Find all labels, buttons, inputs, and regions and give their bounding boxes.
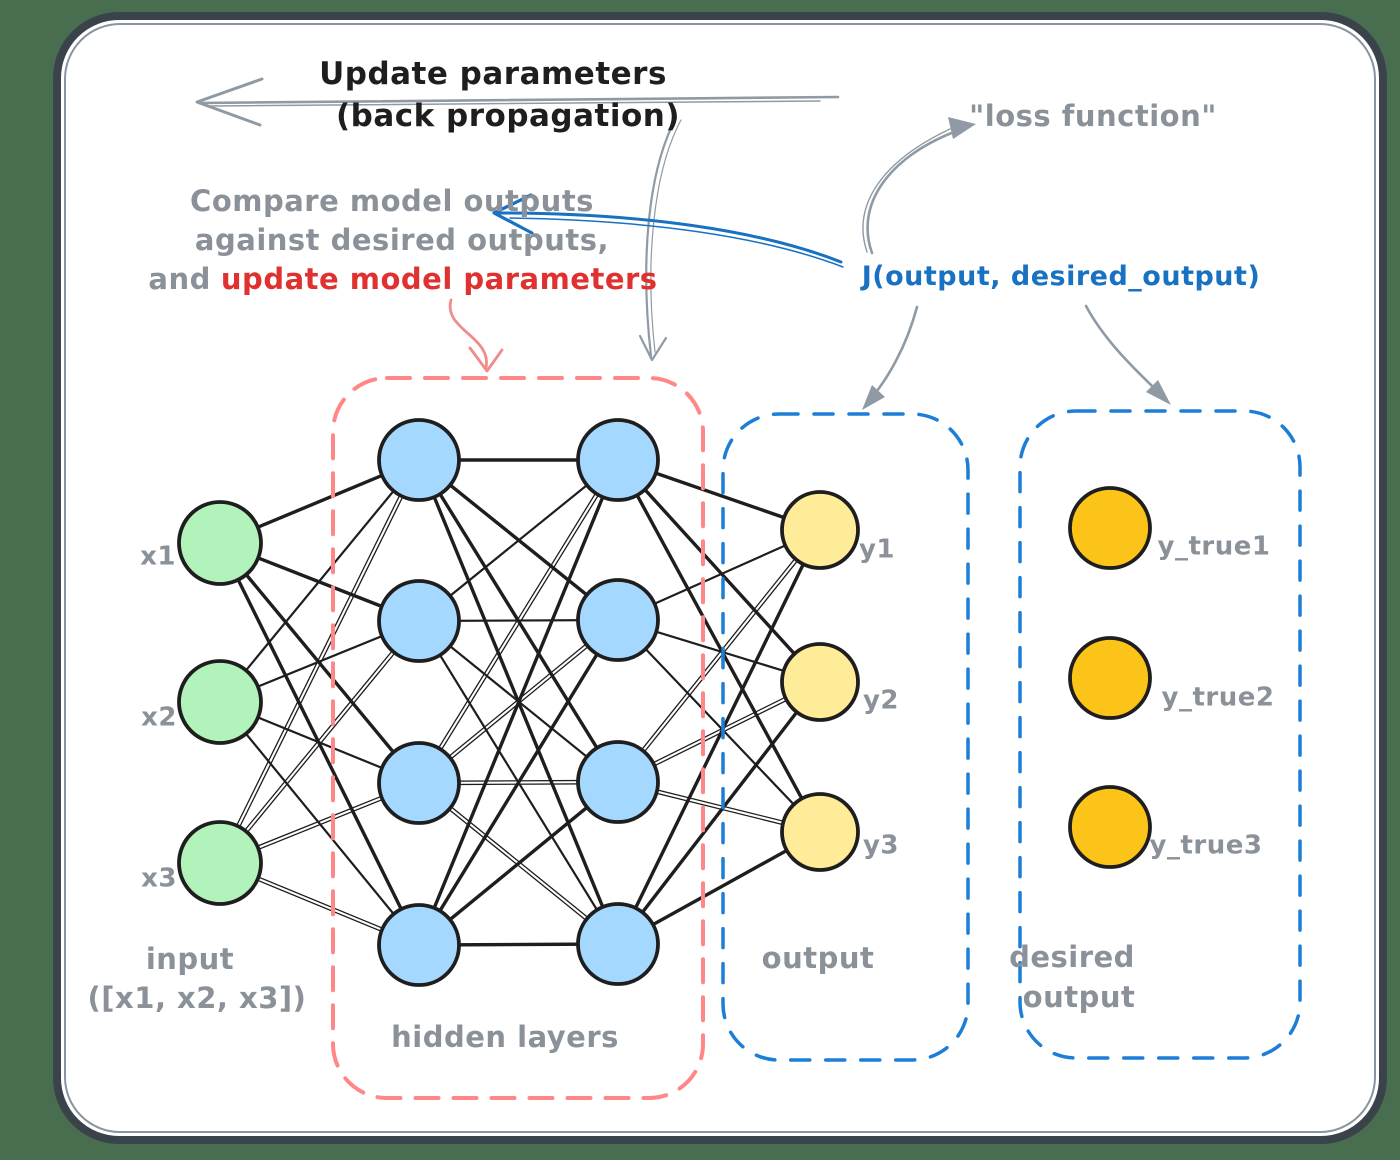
edge-line <box>218 458 421 704</box>
hidden-node <box>377 903 461 987</box>
j-to-output-arrowhead-icon <box>862 385 885 410</box>
desired-output-node <box>1068 486 1152 570</box>
hidden-node <box>377 579 461 663</box>
edge-line <box>616 618 822 834</box>
loss-function-arrow-echo <box>862 128 951 253</box>
output-node <box>780 490 860 570</box>
desired-output-node <box>1068 636 1152 720</box>
hidden-node <box>576 578 660 662</box>
hidden-node <box>377 741 461 825</box>
edge-line <box>417 458 620 947</box>
edge-line <box>616 528 822 946</box>
hidden-node <box>576 418 660 502</box>
connection-edges <box>217 458 822 948</box>
backprop-arrowhead-icon <box>195 77 264 127</box>
loss-function-arrowhead-icon <box>948 117 976 139</box>
j-to-desired-arrowhead-icon <box>1146 380 1171 405</box>
update-to-hidden-arrowhead-icon <box>468 346 504 373</box>
edge-line <box>218 541 421 785</box>
edge-line <box>419 460 621 785</box>
edge-line <box>417 618 620 947</box>
desired-output-node <box>1068 785 1152 869</box>
update-curve-arrowhead-icon <box>638 334 668 362</box>
j-to-compare-arrow <box>495 211 843 264</box>
edge-line <box>417 618 618 783</box>
edge-line <box>616 680 822 946</box>
output-box <box>721 412 970 1062</box>
edge-line <box>616 528 820 782</box>
edge-line <box>417 458 620 623</box>
edge-line <box>417 780 620 947</box>
input-node <box>177 500 263 586</box>
hidden-node <box>377 418 461 502</box>
j-to-compare-arrow-echo <box>509 217 844 268</box>
backprop-arrow-line-echo <box>209 100 821 107</box>
desired-output-box <box>1018 409 1302 1060</box>
input-node <box>177 820 263 906</box>
canvas-frame <box>53 12 1387 1144</box>
edge-line <box>416 458 618 783</box>
backprop-arrow-line <box>197 95 840 105</box>
canvas-frame-echo <box>64 23 1376 1133</box>
edge-line <box>220 460 422 865</box>
input-node <box>177 659 263 745</box>
edge-line <box>616 458 822 834</box>
loss-function-arrow <box>866 130 956 255</box>
edge-line <box>616 458 822 684</box>
hidden-node <box>576 902 660 986</box>
output-node <box>780 792 860 872</box>
edge-line <box>218 619 419 863</box>
edge-line <box>218 700 421 947</box>
edge-line <box>618 530 822 784</box>
edge-line <box>217 458 419 863</box>
edge-line <box>220 621 421 865</box>
annotation-arrows <box>195 77 1171 410</box>
j-to-compare-arrowhead-icon <box>492 193 534 235</box>
hidden-layers-box <box>331 376 705 1100</box>
update-to-hidden-arrow <box>448 298 488 370</box>
output-node <box>780 642 860 722</box>
network-nodes <box>177 418 1152 987</box>
hidden-node <box>576 740 660 824</box>
